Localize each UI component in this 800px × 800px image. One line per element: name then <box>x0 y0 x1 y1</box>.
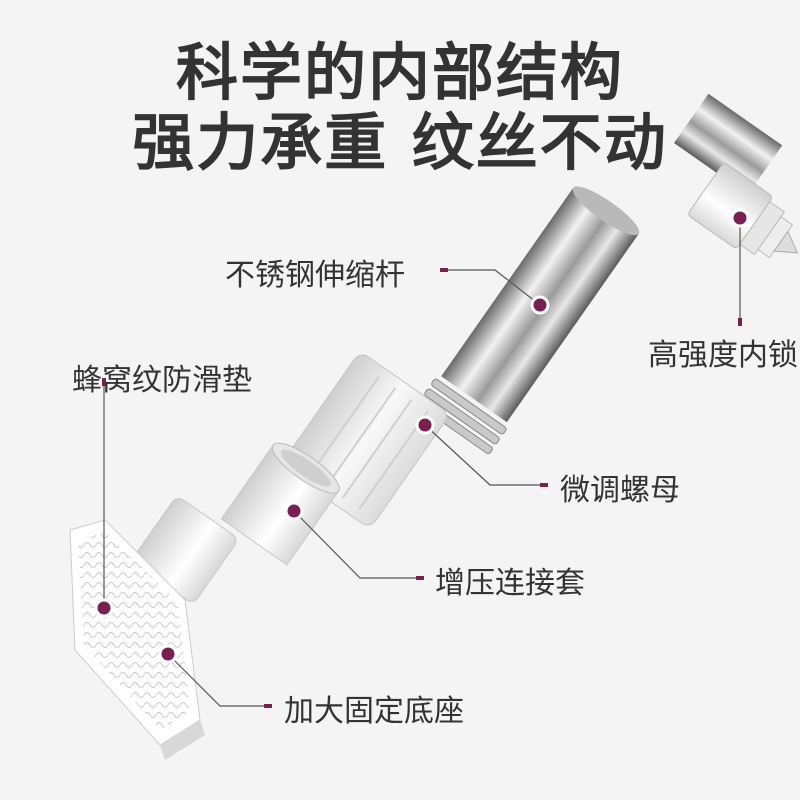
label-nut: 微调螺母 <box>560 473 680 508</box>
label-base: 加大固定底座 <box>284 694 464 729</box>
leader-nut <box>424 424 545 486</box>
headline-line-2: 强力承重 纹丝不动 <box>132 106 668 179</box>
label-lock: 高强度内锁 <box>648 338 798 373</box>
tick-nut <box>540 483 548 487</box>
leader-base <box>167 653 268 707</box>
marker-rod <box>530 295 550 315</box>
tick-sleeve <box>416 576 424 580</box>
label-sleeve: 增压连接套 <box>435 566 585 601</box>
leader-lines <box>103 218 741 707</box>
connection-sleeve <box>220 442 340 566</box>
marker-lock <box>730 208 750 228</box>
label-rod: 不锈钢伸缩杆 <box>225 258 405 293</box>
internal-lock <box>688 163 799 259</box>
markers <box>94 208 750 708</box>
marker-base <box>158 644 178 664</box>
fixed-base <box>69 498 237 760</box>
label-pad: 蜂窝纹防滑垫 <box>72 363 252 398</box>
tick-rod <box>440 268 448 272</box>
telescopic-rod <box>417 186 640 455</box>
tick-pad <box>102 378 106 386</box>
leader-rod <box>440 269 541 306</box>
marker-pad <box>94 598 114 618</box>
tick-lock <box>738 318 742 326</box>
marker-sleeve <box>284 501 304 521</box>
marker-nut <box>415 415 435 435</box>
upper-rod <box>674 93 783 195</box>
headline-line-1: 科学的内部结构 <box>175 36 624 109</box>
tick-base <box>264 704 272 708</box>
leader-sleeve <box>293 510 420 579</box>
